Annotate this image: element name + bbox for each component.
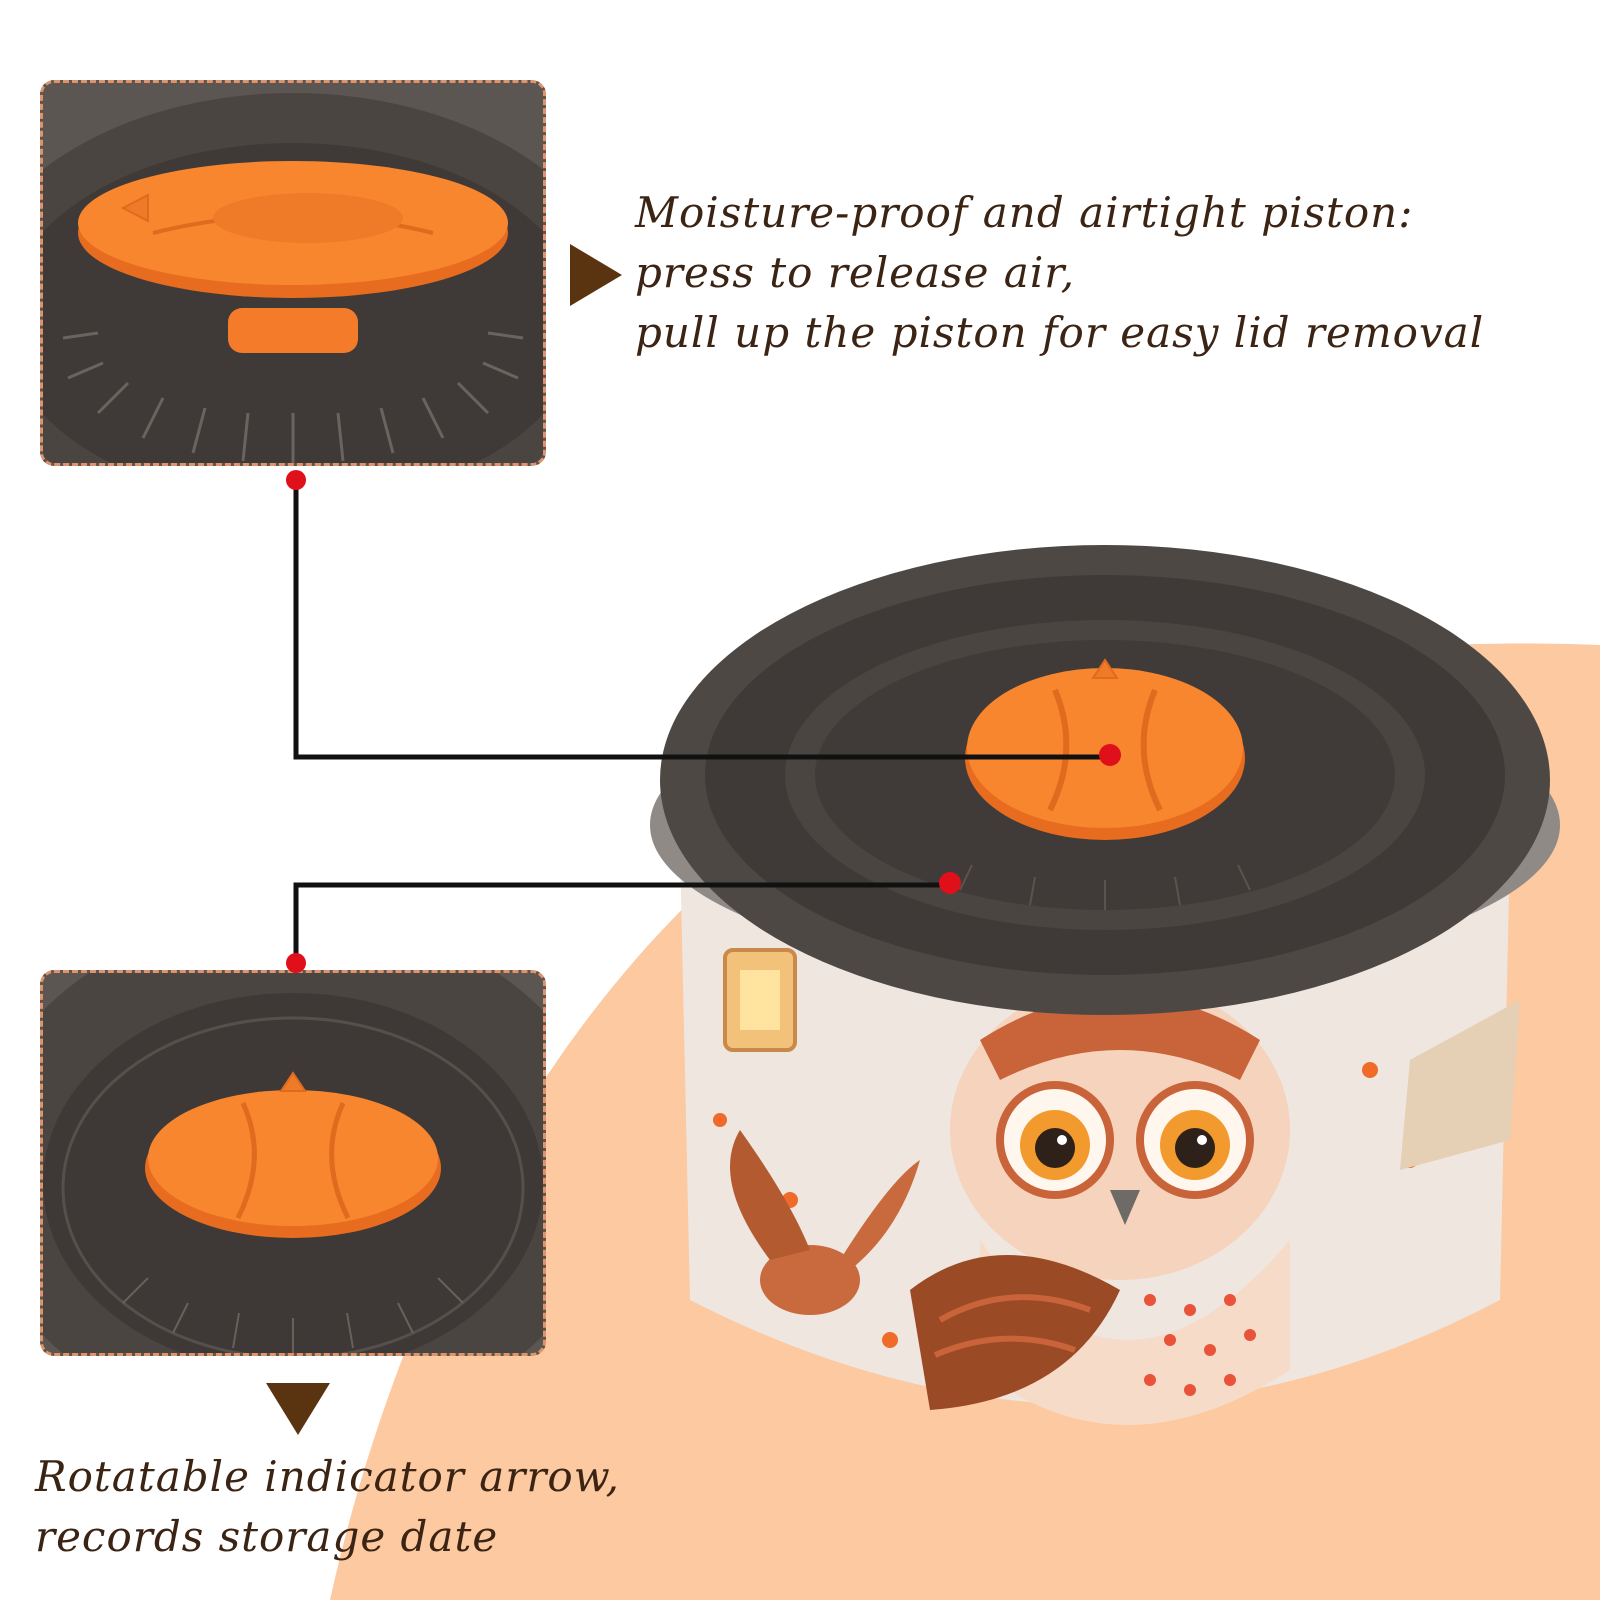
piston-caption-line: pull up the piston for easy lid removal [635,308,1485,357]
indicator-caption-line: records storage date [35,1512,499,1561]
piston-caption-line: press to release air, [635,248,1076,297]
indicator-caption: Rotatable indicator arrow, records stora… [35,1447,620,1567]
indicator-caption-line: Rotatable indicator arrow, [35,1452,621,1501]
indicator-closeup-image [40,970,546,1356]
owl-canister-image [650,545,1560,1425]
piston-caption: Moisture-proof and airtight piston: pres… [635,183,1484,363]
piston-closeup-image [40,80,546,466]
piston-caption-line: Moisture-proof and airtight piston: [635,188,1414,237]
